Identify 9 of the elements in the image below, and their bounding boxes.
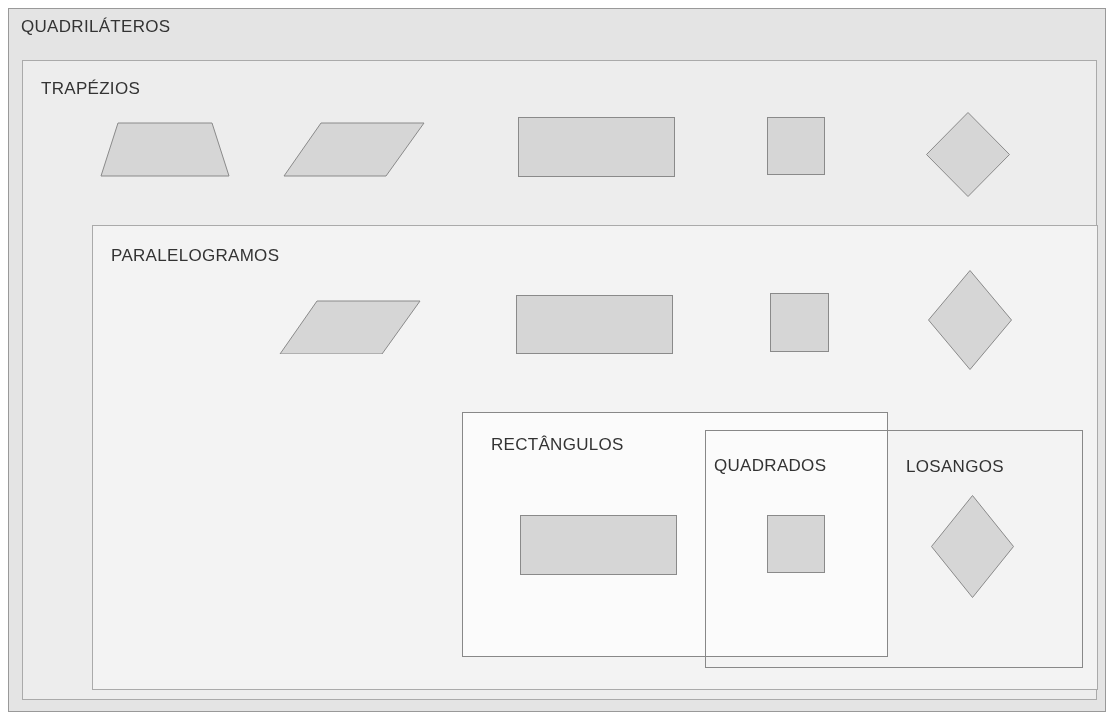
set-region bbox=[705, 430, 1083, 668]
set-label: PARALELOGRAMOS bbox=[111, 246, 280, 266]
set-label: RECTÂNGULOS bbox=[491, 435, 624, 455]
set-label: LOSANGOS bbox=[906, 457, 1004, 477]
set-label: QUADRILÁTEROS bbox=[21, 17, 171, 37]
set-region bbox=[92, 225, 1098, 690]
set-label: QUADRADOS bbox=[714, 456, 827, 476]
set-region bbox=[462, 412, 888, 657]
set-label: TRAPÉZIOS bbox=[41, 79, 141, 99]
